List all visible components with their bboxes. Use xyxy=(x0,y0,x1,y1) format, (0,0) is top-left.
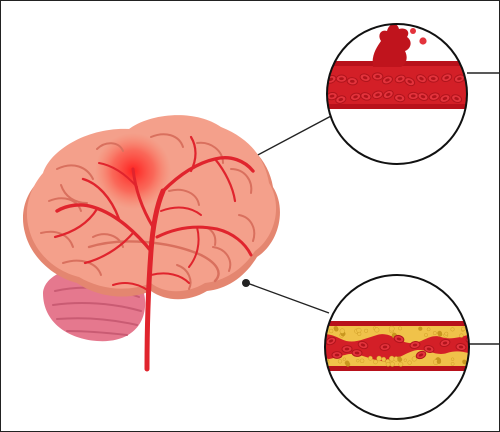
blood-cell-core xyxy=(339,77,344,81)
plaque-granule xyxy=(374,327,380,333)
plaque-granule xyxy=(444,331,449,336)
bleed-drop xyxy=(419,37,427,45)
blood-cell-core xyxy=(329,94,335,98)
blood-cell-core xyxy=(338,98,344,102)
plaque-granule xyxy=(462,360,467,365)
plaque-granule xyxy=(471,331,475,335)
bleed-drop xyxy=(410,28,416,34)
plaque-granule xyxy=(436,359,442,364)
plaque-granule xyxy=(398,326,402,331)
blood-cell-core xyxy=(354,351,360,355)
blood-cell-core xyxy=(375,93,380,97)
plaque-granule xyxy=(368,355,373,361)
plaque-granule xyxy=(388,325,395,332)
blood-cell-core xyxy=(328,77,334,81)
ischemic-stroke-inset xyxy=(324,274,480,420)
blood-cell-core xyxy=(420,95,426,99)
blood-cell-core xyxy=(454,97,459,101)
plaque-granule xyxy=(398,361,404,367)
plaque-granule xyxy=(339,328,345,334)
plaque-granule xyxy=(411,356,417,362)
blood-cell-core xyxy=(410,94,416,98)
blood-cell-core xyxy=(396,337,402,341)
blood-cell-core xyxy=(349,79,355,83)
plaque-granule xyxy=(357,331,362,336)
blood-cell-core xyxy=(344,347,350,351)
plaque-granule xyxy=(426,327,431,332)
blood-cell-core xyxy=(363,94,369,98)
blood-cells-bottom xyxy=(325,334,469,360)
blood-cell-core xyxy=(407,79,412,84)
plaque-granule xyxy=(407,360,412,365)
blood-cell-core xyxy=(466,76,467,80)
plaque-granule xyxy=(334,327,339,332)
blood-cell-core xyxy=(412,343,418,347)
plaque-granule xyxy=(432,331,437,335)
plaque-granule xyxy=(356,359,360,363)
blood-cell-core xyxy=(419,76,424,81)
blood-cell-core xyxy=(397,96,402,100)
hemorrhagic-stroke-inset xyxy=(326,23,473,165)
plaque-granule xyxy=(450,327,455,332)
blood-cell-core xyxy=(458,345,464,349)
inset-ring-top xyxy=(326,23,468,165)
pointer-line-top xyxy=(253,114,334,158)
plaque-granule xyxy=(461,326,466,331)
pointer-line-bottom xyxy=(246,282,330,314)
plaque-deposits xyxy=(325,325,480,367)
plaque-granule xyxy=(376,355,382,362)
blood-cell-core xyxy=(430,77,436,80)
plaque-granule xyxy=(359,358,365,363)
blood-cell-core xyxy=(328,339,334,343)
blood-cell-core xyxy=(432,95,437,99)
plaque-granule xyxy=(459,333,464,338)
blood-cell-core xyxy=(442,341,448,345)
blood-cells-top xyxy=(327,72,473,104)
plaque-granule xyxy=(403,358,407,362)
blood-cell-core xyxy=(457,77,462,81)
blood-cell-core xyxy=(385,78,390,82)
plaque-granule xyxy=(381,356,387,362)
blood-cell-core xyxy=(468,97,473,101)
plaque-granule xyxy=(437,332,443,337)
blood-cell-core xyxy=(397,77,403,81)
pointer-lines xyxy=(246,72,499,345)
plaque-granule xyxy=(418,326,423,331)
artery-network xyxy=(53,135,255,372)
brain-folds xyxy=(40,133,256,290)
plaque-granule xyxy=(424,333,428,337)
blood-cell-core xyxy=(382,345,388,349)
blood-cell-core xyxy=(334,353,340,357)
rupture-bleed xyxy=(372,24,411,67)
plaque-granule xyxy=(451,357,455,361)
plaque-granule xyxy=(476,361,479,364)
blood-cell-core xyxy=(362,76,368,80)
blood-cell-core xyxy=(386,92,391,97)
blood-cell-core xyxy=(360,343,366,347)
plaque-granule xyxy=(364,328,369,333)
pointer-dot-bottom xyxy=(242,279,250,287)
plaque-granule xyxy=(468,361,469,366)
plaque-granule xyxy=(345,362,351,367)
blood-cell-core xyxy=(375,75,380,78)
inset-ring-bottom xyxy=(324,274,470,420)
plaque-granule xyxy=(385,361,391,367)
plaque-granule xyxy=(342,357,346,361)
plaque-granule xyxy=(397,357,403,362)
plaque-granule xyxy=(471,331,474,334)
plaque-granule xyxy=(373,359,378,365)
plaque-granule xyxy=(328,328,334,334)
plaque-granule xyxy=(337,359,343,364)
plaque-granule xyxy=(389,361,395,367)
blood-cell-core xyxy=(418,353,424,357)
main-artery xyxy=(144,188,166,372)
plaque-granule xyxy=(450,362,455,366)
blood-cell-core xyxy=(426,347,432,351)
blood-cell-core xyxy=(444,76,449,80)
blood-cell-core xyxy=(442,96,448,101)
plaque-granule xyxy=(475,360,480,365)
blood-cell-core xyxy=(353,95,358,99)
